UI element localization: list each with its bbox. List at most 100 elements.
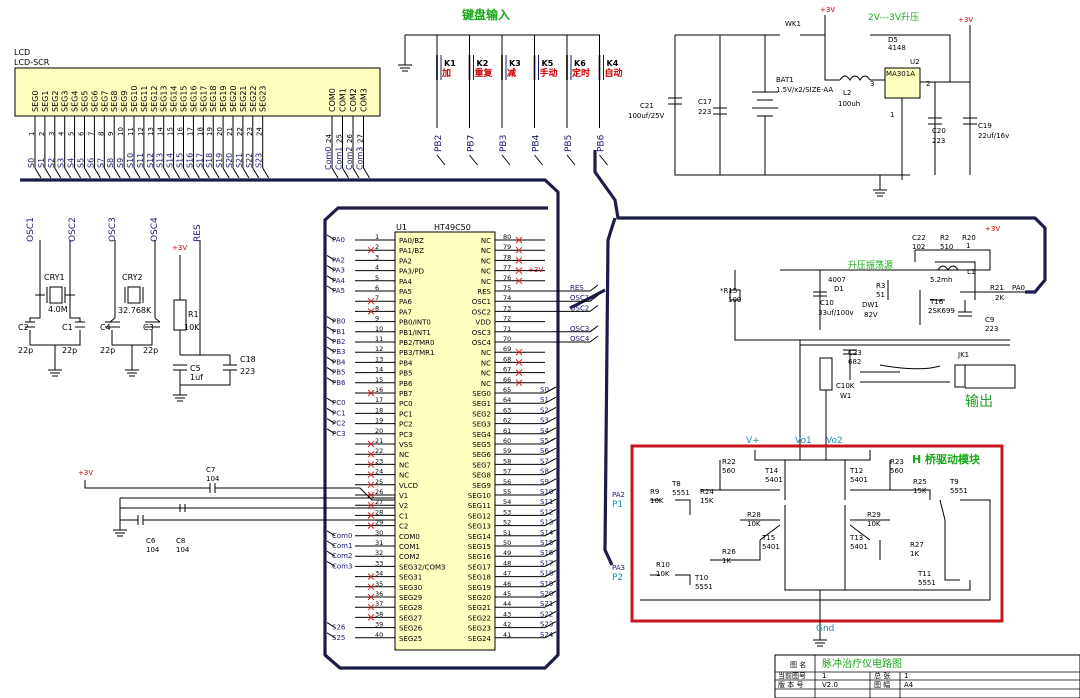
mcu-right-pin-name: SEG8 — [472, 472, 491, 480]
mcu-right-pin-name: SEG24 — [468, 635, 492, 643]
h-bridge-part-value: 5401 — [850, 543, 868, 551]
c3-label: C3 — [143, 323, 154, 332]
mcu-right-pin-name: NC — [481, 247, 491, 255]
lcd-ref: LCD — [14, 48, 30, 57]
mcu-right-pin-num: 71 — [503, 325, 511, 333]
lcd-seg-pin-name: SEG8 — [110, 91, 119, 112]
lcd-seg-entry — [222, 167, 230, 179]
mcu-right-net: S14 — [540, 529, 554, 537]
osc4-net-a: OSC4 — [150, 217, 160, 242]
h-bridge-part-value: 15K — [913, 487, 927, 495]
c10-label: C10 — [820, 299, 834, 307]
lcd-seg-entry — [74, 167, 82, 179]
no-connect-mark — [515, 379, 523, 387]
mcu-left-pin-num: 30 — [375, 529, 383, 537]
lcd-seg-entry — [54, 167, 62, 179]
d5-part: 4148 — [888, 44, 906, 52]
lcd-seg-pin-name: SEG18 — [209, 85, 218, 112]
c5-val: 1uf — [190, 373, 203, 382]
mcu-left-net: Com0 — [332, 532, 352, 540]
h-bridge-part-value: 15K — [700, 497, 714, 505]
lcd-seg-entry — [143, 167, 151, 179]
mcu-right-pin-name: NC — [481, 278, 491, 286]
lcd-seg-net: S3 — [57, 158, 66, 168]
mcu-left-pin-name: PB7 — [399, 390, 412, 398]
h-bridge-part-ref: T8 — [671, 480, 681, 488]
lcd-seg-entry — [252, 167, 260, 179]
mcu-left-net: Com2 — [332, 552, 352, 560]
mcu-left-net: PA4 — [332, 277, 346, 285]
mcu-left-pin-num: 1 — [375, 233, 379, 241]
h-bridge-part-value: 5551 — [918, 579, 936, 587]
no-connect-mark — [515, 257, 523, 264]
lcd-seg-net: S20 — [225, 153, 234, 168]
mcu-left-net: PA5 — [332, 287, 345, 295]
gnd-label: Gnd — [816, 624, 834, 634]
h-bridge-part-ref: T15 — [761, 534, 775, 542]
power-v3-right: +3V — [958, 16, 973, 24]
mcu-left-bus-entry — [326, 326, 336, 333]
mcu-right-bus-entry — [544, 498, 557, 506]
lcd-pin-group: SEG01S0SEG12S1SEG23S2SEG34S3SEG45S4SEG56… — [27, 85, 370, 179]
mcu-right-net: S16 — [540, 549, 554, 557]
mcu-left-net: PC0 — [332, 399, 346, 407]
mcu-right-pin-num: 72 — [503, 315, 511, 323]
w1-val: C10K — [836, 382, 855, 390]
mcu-left-bus-entry — [326, 356, 336, 363]
mcu-left-pin-name: PB4 — [399, 359, 413, 367]
u2-pin3: 3 — [870, 80, 874, 88]
mcu-right-net: S4 — [540, 427, 549, 435]
lcd-seg-entry — [93, 167, 101, 179]
mcu-right-pin-name: RES — [477, 288, 491, 296]
c2-val: 22p — [18, 346, 33, 355]
osc2-net-a: OSC2 — [68, 217, 78, 242]
h-bridge-part-value: 10K — [867, 520, 881, 528]
no-connect-mark — [367, 512, 375, 519]
mcu-right-pin-num: 73 — [503, 304, 511, 312]
key-bus-entry — [566, 154, 576, 166]
lcd-com-entry — [363, 167, 370, 179]
c21-label: C21 — [640, 102, 654, 110]
key-label: 减 — [507, 67, 516, 79]
lcd-seg-net: S17 — [195, 153, 204, 168]
boost-title: 2V---3V升压 — [868, 12, 919, 23]
mcu-right-pin-name: OSC1 — [472, 298, 491, 306]
mcu-left-pin-num: 16 — [375, 386, 383, 394]
mcu-left-net: PB1 — [332, 328, 345, 336]
mcu-right-pin-name: OSC2 — [472, 308, 491, 316]
lcd-seg-pin-name: SEG14 — [170, 85, 179, 112]
mcu-left-pin-num: 7 — [375, 294, 379, 302]
lcd-com-pin-num: 27 — [357, 134, 365, 143]
mcu-right-pin-name: SEG6 — [472, 451, 491, 459]
mcu-left-bus-entry — [326, 285, 336, 292]
mcu-right-pin-num: 58 — [503, 457, 511, 465]
version-label: 版 本 号 — [778, 680, 803, 689]
mcu-right-pin-name: NC — [481, 257, 491, 265]
c17-label: C17 — [698, 98, 712, 106]
w1-label: W1 — [840, 392, 851, 400]
lcd-seg-pin-name: SEG12 — [150, 85, 159, 112]
mcu-left-bus-entry — [326, 275, 336, 282]
wk1-label: WK1 — [785, 20, 801, 28]
key-net: PB6 — [597, 134, 607, 152]
mcu-left-net: PB5 — [332, 369, 345, 377]
lcd-seg-entry — [44, 167, 52, 179]
cry2-val: 32.768K — [118, 306, 152, 315]
l1-label: L1 — [967, 268, 975, 276]
key-bus-entry — [534, 154, 543, 166]
drawing-no-label: 当前图号 — [778, 671, 806, 680]
mcu-left-pin-name: VLCD — [399, 482, 418, 490]
mcu-right-pin-name: NC — [481, 380, 491, 388]
lcd-seg-pin-name: SEG17 — [199, 85, 208, 112]
mcu-right-net: S8 — [540, 468, 549, 476]
mcu-ref: U1 — [396, 223, 407, 232]
h-bridge-part-ref: R29 — [867, 511, 881, 519]
lcd-com-pin-num: 24 — [325, 134, 333, 143]
lcd-seg-pin-num: 14 — [157, 127, 165, 136]
mcu-right-bus-entry — [544, 488, 557, 496]
r15-label: *R15 — [720, 287, 737, 295]
mcu-left-pin-num: 34 — [375, 570, 383, 578]
no-connect-mark — [367, 603, 375, 611]
